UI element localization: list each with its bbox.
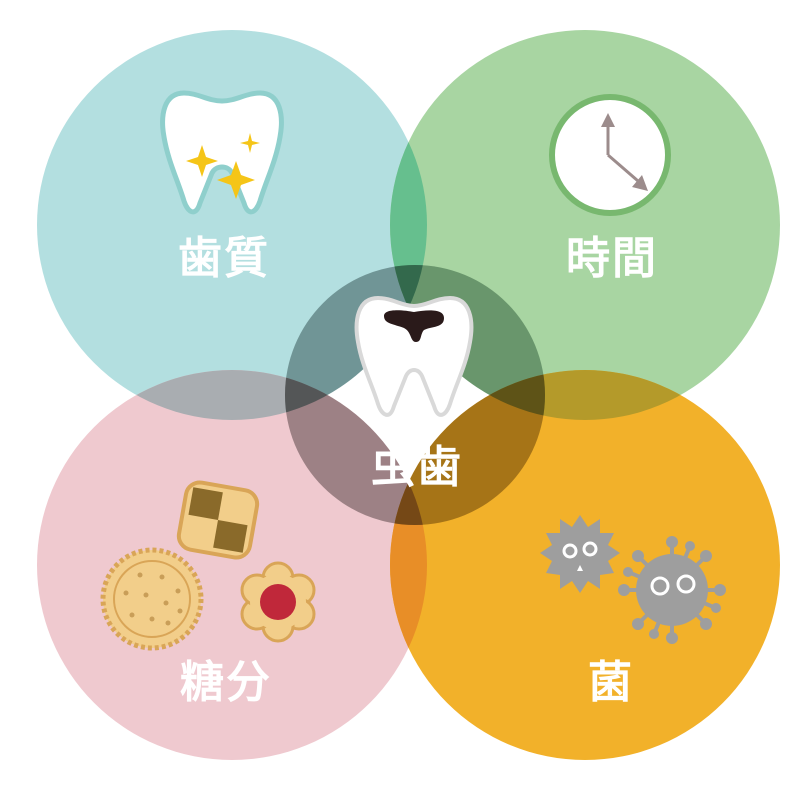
label-sugar: 糖分 [180,657,272,708]
circle-enamel [37,30,427,420]
label-center-caries: 虫歯 [371,442,463,493]
circle-time [390,30,780,420]
label-enamel: 歯質 [178,233,270,284]
decayed-tooth-icon [354,295,474,417]
circle-sugar [37,370,427,760]
cookies-icon [100,480,316,651]
label-time: 時間 [566,233,658,284]
germs-icon [540,515,726,644]
label-bacteria: 菌 [588,657,634,708]
clock-icon [549,94,671,216]
sparkling-tooth-icon [160,90,284,215]
